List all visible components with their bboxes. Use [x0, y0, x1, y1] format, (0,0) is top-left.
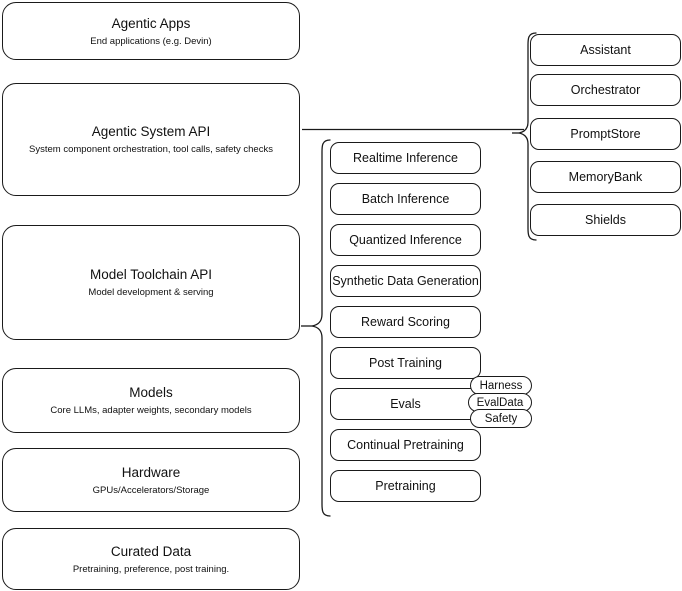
toolchain-box-synthetic-data-generation[interactable]: Synthetic Data Generation [330, 265, 481, 297]
stack-box-hardware[interactable]: Hardware GPUs/Accelerators/Storage [2, 448, 300, 512]
stack-box-title: Models [129, 385, 173, 400]
toolchain-box-label: Post Training [369, 356, 442, 370]
stack-box-model-toolchain-api[interactable]: Model Toolchain API Model development & … [2, 225, 300, 340]
toolchain-box-label: Reward Scoring [361, 315, 450, 329]
toolchain-box-label: Realtime Inference [353, 151, 458, 165]
system-box-label: Orchestrator [570, 83, 641, 97]
system-box-label: Assistant [580, 43, 631, 57]
system-box-shields[interactable]: Shields [530, 204, 681, 236]
stack-box-title: Agentic Apps [111, 15, 191, 31]
stack-box-subtitle: Core LLMs, adapter weights, secondary mo… [50, 405, 252, 416]
stack-box-title: Agentic System API [91, 124, 211, 139]
system-box-orchestrator[interactable]: Orchestrator [530, 74, 681, 106]
toolchain-box-reward-scoring[interactable]: Reward Scoring [330, 306, 481, 338]
toolchain-box-realtime-inference[interactable]: Realtime Inference [330, 142, 481, 174]
evals-badge-label: Safety [484, 412, 518, 425]
evals-badge-evaldata[interactable]: EvalData [468, 393, 532, 412]
toolchain-box-evals[interactable]: Evals [330, 388, 481, 420]
stack-box-subtitle: Pretraining, preference, post training. [72, 563, 230, 575]
stack-box-subtitle: End applications (e.g. Devin) [90, 35, 212, 47]
toolchain-box-pretraining[interactable]: Pretraining [330, 470, 481, 502]
toolchain-box-batch-inference[interactable]: Batch Inference [330, 183, 481, 215]
stack-box-title: Model Toolchain API [89, 267, 213, 282]
brace-toolchain-components [300, 138, 332, 518]
stack-box-curated-data[interactable]: Curated Data Pretraining, preference, po… [2, 528, 300, 590]
stack-box-subtitle: GPUs/Accelerators/Storage [92, 484, 210, 496]
toolchain-box-label: Batch Inference [361, 192, 450, 206]
connector-system-api-to-components [300, 120, 526, 140]
system-box-label: MemoryBank [568, 170, 643, 184]
toolchain-box-label: Evals [390, 397, 421, 411]
stack-box-subtitle: System component orchestration, tool cal… [29, 144, 273, 155]
system-box-label: PromptStore [570, 127, 641, 141]
brace-system-components [512, 30, 538, 244]
system-box-assistant[interactable]: Assistant [530, 34, 681, 66]
toolchain-box-label: Pretraining [375, 479, 436, 493]
stack-box-title: Curated Data [110, 543, 192, 559]
stack-box-agentic-system-api[interactable]: Agentic System API System component orch… [2, 83, 300, 196]
system-box-memorybank[interactable]: MemoryBank [530, 161, 681, 193]
toolchain-box-label: Continual Pretraining [347, 438, 464, 452]
system-box-promptstore[interactable]: PromptStore [530, 118, 681, 150]
toolchain-box-quantized-inference[interactable]: Quantized Inference [330, 224, 481, 256]
toolchain-box-label: Quantized Inference [349, 233, 462, 247]
evals-badge-safety[interactable]: Safety [470, 409, 532, 428]
stack-box-agentic-apps[interactable]: Agentic Apps End applications (e.g. Devi… [2, 2, 300, 60]
stack-box-models[interactable]: Models Core LLMs, adapter weights, secon… [2, 368, 300, 433]
evals-badge-label: Harness [479, 379, 523, 392]
toolchain-box-post-training[interactable]: Post Training [330, 347, 481, 379]
system-box-label: Shields [585, 213, 626, 227]
toolchain-box-continual-pretraining[interactable]: Continual Pretraining [330, 429, 481, 461]
toolchain-box-label: Synthetic Data Generation [332, 274, 479, 288]
evals-badge-label: EvalData [476, 396, 524, 409]
stack-box-subtitle: Model development & serving [88, 287, 214, 298]
stack-box-title: Hardware [121, 464, 181, 480]
